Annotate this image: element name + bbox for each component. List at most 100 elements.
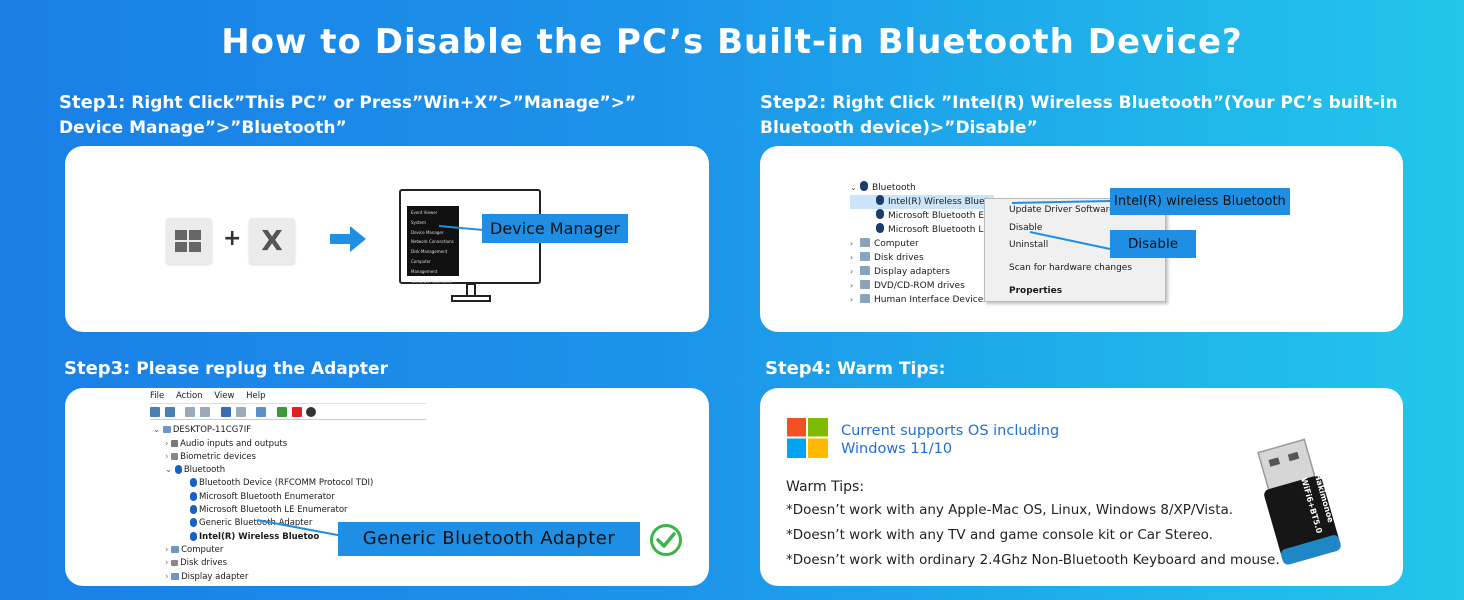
properties-icon[interactable] [185,406,196,417]
biometric-icon [171,452,179,460]
tree-row: Bluetooth Device (RFCOMM Protocol TDI) [153,477,426,490]
x-key-label: X [261,224,283,257]
usb-adapter-image [1257,438,1341,565]
menu-scan[interactable]: Scan for hardware changes [1009,263,1133,273]
windows-logo-icon [787,418,828,458]
menu-item: Disk Management [411,249,448,255]
tree-row: ›Human Interface Devices [850,294,988,305]
callout-pointer [256,519,344,537]
menu-view[interactable]: View [214,391,235,401]
x-key: X [249,218,295,264]
menu-item: Device Manager [411,229,444,235]
dvd-icon [860,280,870,289]
tree-row: ›Display adapters [850,266,950,277]
computer-icon [171,545,180,553]
step1-panel: + X Event Viewer System Device Manager N… [65,146,709,332]
arrow-right-icon [330,226,366,252]
menu-bar: File Action View Help [150,390,426,405]
step4-label: Step4: [765,358,832,379]
tree-row: Microsoft Bluetooth Enumerator [153,491,426,504]
tree-row-bluetooth: ⌄Bluetooth [850,181,916,193]
menu-item: Event Viewer [411,210,438,215]
tree-row: Microsoft Bluetooth LI [850,223,994,237]
disk-icon [171,559,179,566]
download-icon[interactable] [306,406,317,417]
forward-icon[interactable] [164,406,175,417]
view-icon[interactable] [200,406,211,417]
menu-update-driver[interactable]: Update Driver Software... [1009,205,1124,215]
menu-properties[interactable]: Properties [1009,286,1063,296]
list-icon[interactable] [235,406,246,417]
bluetooth-icon [876,209,884,219]
step1-text-line1: Right Click”This PC” or Press”Win+X”>”Ma… [125,93,637,113]
step3-heading: Step3: Please replug the Adapter [64,356,388,382]
menu-item: Windows PowerShell [411,278,452,284]
tree-row: › Audio inputs and outputs [165,438,288,449]
step2-heading: Step2: Right Click ”Intel(R) Wireless Bl… [760,90,1420,141]
tips-heading: Warm Tips: [786,479,865,495]
bluetooth-icon [190,518,197,528]
menu-action[interactable]: Action [175,391,203,401]
help-icon[interactable] [220,406,231,417]
menu-file[interactable]: File [150,391,165,401]
os-support-text: Current supports OS including Windows 11… [841,422,1059,458]
audio-icon [171,439,179,447]
back-icon[interactable] [150,406,160,417]
bluetooth-icon [190,478,197,488]
monitor-stand-icon [451,284,491,302]
update-driver-icon[interactable] [276,406,287,417]
tree-row-bluetooth: ⌄ Bluetooth [165,465,226,476]
menu-disable[interactable]: Disable [1009,223,1043,233]
bluetooth-icon [190,505,197,515]
step1-text-line2: Device Manage”>”Bluetooth” [59,118,347,138]
uninstall-icon[interactable] [291,406,302,417]
menu-item: Computer Management [411,258,438,274]
menu-help[interactable]: Help [246,391,266,401]
bluetooth-icon [174,465,182,475]
tree-row: Microsoft Bluetooth LE Enumerator [153,504,426,517]
device-manager-window: File Action View Help ⌄ DESKTOP-11CG7IF … [150,390,426,584]
pc-icon [162,426,171,434]
tree-row: Intel(R) Wireless Bluetoo [153,531,426,544]
tree-row: Microsoft Bluetooth Er [850,209,994,223]
disable-callout: Disable [1110,230,1196,258]
bluetooth-icon [876,195,884,205]
windows-key [166,218,212,264]
step4-heading: Step4: Warm Tips: [765,356,945,382]
tip-item: *Doesn’t work with ordinary 2.4Ghz Non-B… [786,552,1280,568]
bluetooth-icon [860,181,868,191]
win-x-menu: Event Viewer System Device Manager Netwo… [407,206,459,284]
menu-uninstall[interactable]: Uninstall [1009,240,1049,250]
os-line1: Current supports OS including [841,423,1060,439]
step4-text: Warm Tips: [831,359,946,379]
intel-bluetooth-callout: Intel(R) wireless Bluetooth [1110,188,1290,215]
page-title: How to Disable the PC’s Built-in Bluetoo… [221,22,1243,62]
step2-panel: ⌄Bluetooth Intel(R) Wireless Bluete Micr… [760,146,1403,332]
tree-row: ›Disk drives [850,252,924,263]
display-icon [171,572,180,580]
callout-pointers [1011,200,1111,250]
tree-row: › Disk drives [165,558,228,569]
step1-label: Step1: [59,92,126,113]
windows-logo-icon [175,230,201,252]
bluetooth-icon [190,491,197,501]
callout-pointer [438,225,483,231]
toolbar [150,404,426,421]
tree-row-intel[interactable]: Intel(R) Wireless Bluete [850,195,994,209]
device-manager-callout: Device Manager [482,214,628,243]
tree-row-computer-name: ⌄ DESKTOP-11CG7IF [153,425,252,436]
monitor-icon[interactable] [256,406,267,417]
display-icon [860,266,870,275]
step4-panel: Current supports OS including Windows 11… [760,388,1403,586]
step2-label: Step2: [760,92,827,113]
menu-item: System [411,219,426,225]
step3-label: Step3: [64,358,131,379]
hid-icon [860,294,870,303]
step1-heading: Step1: Right Click”This PC” or Press”Win… [59,90,699,141]
tree-row: › Display adapter [165,571,249,582]
device-tree: ⌄ DESKTOP-11CG7IF › Audio inputs and out… [150,424,426,584]
tree-row: › Computer [165,544,224,555]
tree-row-generic-adapter[interactable]: Generic Bluetooth Adapter [153,517,426,530]
step3-text: Please replug the Adapter [130,359,388,379]
tree-row: › Biometric devices [165,451,256,462]
